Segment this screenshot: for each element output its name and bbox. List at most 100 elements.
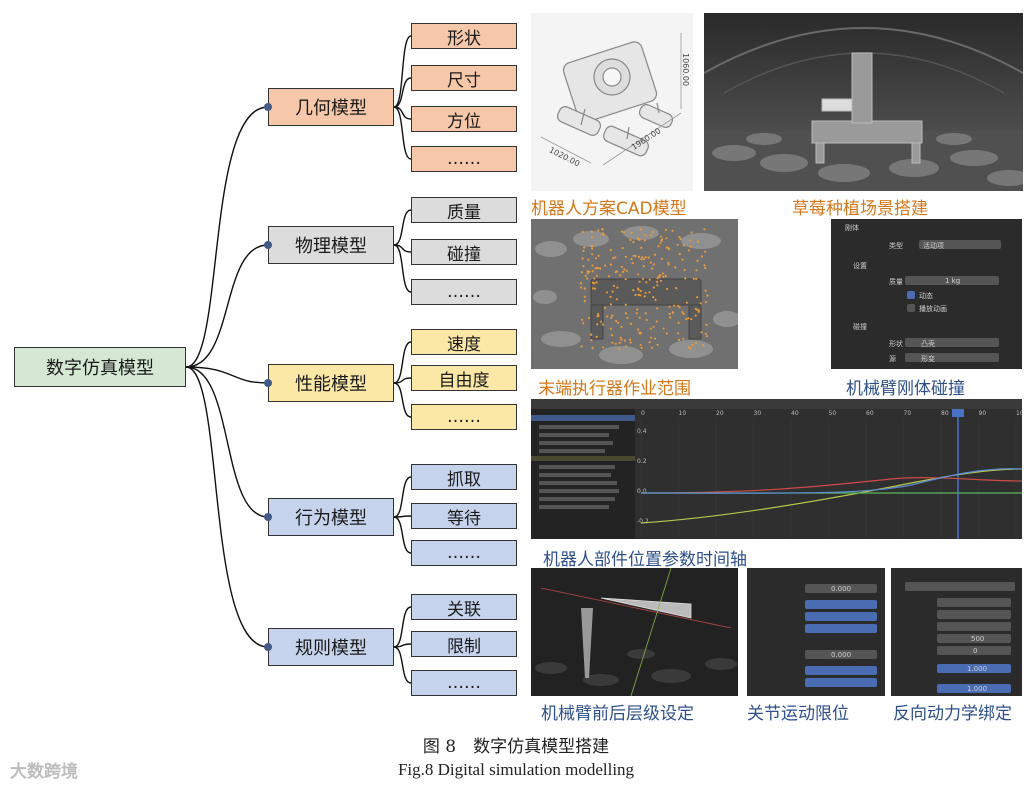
range-point: [591, 253, 594, 256]
timeline-y-label: 0.2: [637, 458, 647, 465]
rigid-source-select[interactable]: [905, 353, 999, 362]
rigid-dynamic-label: 动态: [919, 292, 933, 300]
range-point: [665, 246, 668, 249]
end-effector-range-image: [531, 219, 738, 369]
range-point: [579, 282, 583, 285]
range-point: [581, 318, 584, 321]
leaf-mass: 质量: [411, 197, 517, 223]
ik-field-c[interactable]: [937, 622, 1011, 631]
connector-dot: [264, 241, 272, 249]
range-point: [692, 277, 695, 280]
limit-lock-x[interactable]: [805, 600, 877, 609]
range-point: [655, 320, 658, 323]
range-point: [583, 287, 586, 290]
range-point: [602, 323, 605, 326]
dynamic-checkbox[interactable]: [907, 291, 915, 299]
ik-field-b[interactable]: [937, 610, 1011, 619]
range-point: [596, 266, 599, 270]
range-point: [641, 256, 644, 259]
range-point: [623, 339, 626, 342]
limit-field-1[interactable]: [805, 584, 877, 593]
ik-weight2-field[interactable]: [937, 684, 1011, 693]
rigid-animated-label: 播放动画: [919, 305, 947, 313]
range-point: [654, 337, 657, 340]
range-point-cloud: [579, 228, 709, 350]
ik-iter-value: 0: [973, 647, 978, 655]
range-point: [690, 318, 693, 321]
range-point: [678, 306, 681, 309]
range-point: [645, 318, 648, 322]
range-point: [624, 303, 627, 306]
rigid-type-select[interactable]: [919, 240, 1001, 249]
leaf-association: 关联: [411, 594, 517, 620]
rigid-type-label: 类型: [889, 242, 903, 250]
arm-hierarchy-image: [531, 568, 738, 696]
range-point: [639, 228, 642, 231]
limit-lock-z[interactable]: [805, 624, 877, 633]
range-point: [620, 338, 623, 341]
range-point: [582, 265, 585, 268]
range-point: [640, 258, 643, 261]
range-point: [645, 281, 648, 284]
range-point: [676, 243, 679, 246]
range-point: [694, 307, 697, 310]
limit-lock-x2[interactable]: [805, 666, 877, 675]
range-point: [705, 323, 708, 326]
range-point: [621, 265, 624, 268]
range-point: [690, 231, 693, 234]
node-geometry-model: 几何模型: [268, 88, 394, 126]
range-point: [591, 287, 595, 290]
rigid-mass-field[interactable]: [905, 276, 999, 285]
connector-dot: [264, 379, 272, 387]
range-point: [671, 229, 674, 232]
range-point: [630, 257, 633, 261]
range-point: [626, 316, 629, 319]
range-point: [616, 286, 619, 289]
range-point: [664, 274, 667, 278]
ik-iter-field[interactable]: [937, 646, 1011, 655]
range-point: [612, 284, 616, 287]
range-point: [610, 316, 613, 319]
range-point: [654, 298, 657, 301]
connector-dot: [264, 643, 272, 651]
limit-field-2[interactable]: [805, 650, 877, 659]
range-point: [677, 338, 681, 341]
range-point: [650, 346, 653, 349]
range-point: [674, 266, 677, 269]
range-point: [643, 239, 646, 242]
range-point: [609, 263, 612, 266]
range-point: [665, 228, 668, 231]
range-point: [597, 314, 600, 317]
leaf-more: ……: [411, 540, 517, 566]
cad-dim-height: 1060.00: [681, 53, 690, 86]
animated-checkbox[interactable]: [907, 304, 915, 312]
ik-target-field[interactable]: [905, 582, 1015, 591]
joint-limit-panel: 0.000 0.000: [747, 568, 885, 696]
range-point: [620, 325, 623, 329]
ik-chain-field[interactable]: [937, 634, 1011, 643]
range-point: [704, 266, 707, 270]
range-point: [642, 277, 645, 280]
range-point: [604, 264, 607, 267]
range-point: [594, 257, 598, 260]
limit-lock-y2[interactable]: [805, 678, 877, 687]
leaf-orientation: 方位: [411, 106, 517, 132]
range-point: [588, 270, 591, 273]
rigid-shape-select[interactable]: [905, 338, 999, 347]
range-point: [636, 287, 640, 290]
timeline-tick-label: 10: [679, 410, 687, 417]
range-point: [631, 262, 634, 265]
limit-lock-y[interactable]: [805, 612, 877, 621]
range-point: [586, 272, 589, 275]
range-point: [668, 305, 671, 308]
range-point: [666, 287, 669, 290]
range-point: [644, 291, 647, 294]
leaf-shape: 形状: [411, 23, 517, 49]
ik-field-a[interactable]: [937, 598, 1011, 607]
range-point: [697, 310, 700, 313]
rigid-body-panel: 刚体 类型 活动项 设置 质量 1 kg 动态 播放动画 碰撞 形状 凸壳 源 …: [831, 219, 1022, 369]
range-point: [601, 232, 604, 235]
range-point: [642, 258, 646, 261]
range-point: [591, 264, 594, 267]
ik-weight-field[interactable]: [937, 664, 1011, 673]
